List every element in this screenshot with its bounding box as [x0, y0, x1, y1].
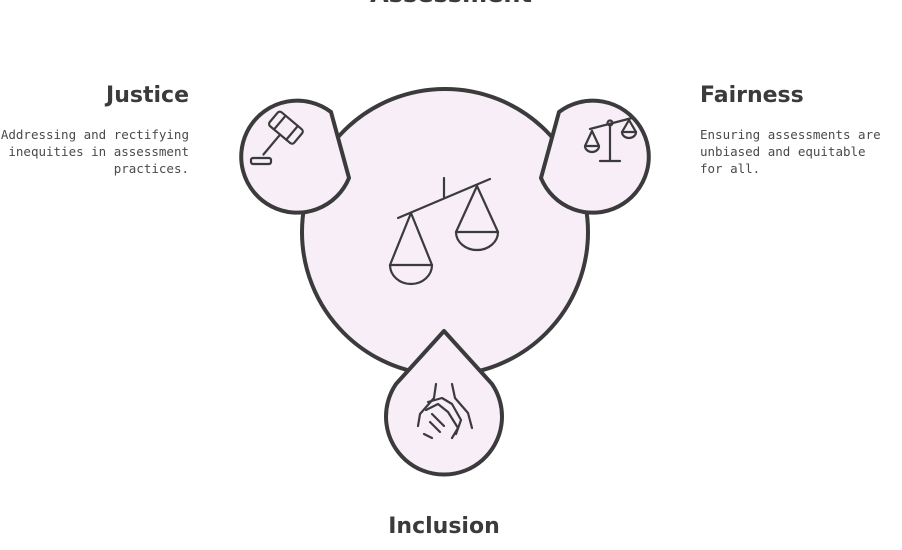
tilted-scales-icon	[388, 176, 500, 286]
hands-icon	[416, 382, 474, 440]
gavel-icon	[249, 110, 304, 166]
fairness-droplet	[539, 98, 651, 215]
justice-droplet	[239, 98, 351, 215]
inclusion-heading: Inclusion	[388, 514, 500, 539]
diagram-title: Assessment	[0, 0, 902, 8]
scales-icon	[583, 116, 638, 163]
fairness-heading: Fairness	[700, 83, 804, 108]
justice-description: Addressing and rectifying inequities in …	[0, 127, 189, 176]
fairness-description: Ensuring assessments are unbiased and eq…	[700, 127, 881, 176]
inclusion-droplet	[384, 329, 504, 477]
justice-heading: Justice	[106, 83, 189, 108]
